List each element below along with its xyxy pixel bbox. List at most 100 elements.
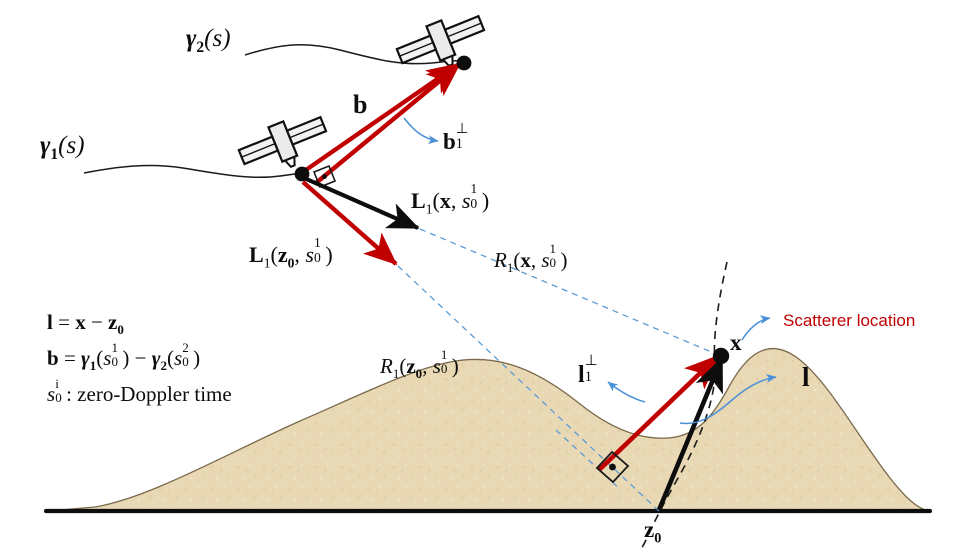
callout-leader-l-perp <box>607 381 646 403</box>
range-x-arg: x <box>520 248 531 272</box>
legend-b-s2: s <box>174 346 183 370</box>
reference-symbol: z <box>644 517 655 542</box>
look-x-L: L <box>411 188 426 213</box>
baseline-b-symbol: b <box>353 90 368 119</box>
look-x-sub: 1 <box>425 201 433 217</box>
legend-line-l-definition: l = x − z0 <box>47 310 232 338</box>
upper-satellite-node <box>456 55 472 71</box>
label-trajectory-gamma1: γ1(s) <box>40 132 85 162</box>
right-angle-marker-terrain <box>595 450 630 484</box>
l-perp-symbol: l <box>578 362 585 388</box>
look-z0-paren-close: ) <box>325 242 333 267</box>
range-z0-arg: z <box>406 354 416 378</box>
gamma1-symbol: γ <box>40 132 51 159</box>
range-x-paren-close: ) <box>560 248 568 272</box>
look-z0-paren-open: ( <box>270 242 278 267</box>
satellite-lower-icon <box>237 115 328 169</box>
legend-s-symbol: s <box>47 382 56 406</box>
range-line-x-dashed <box>419 228 717 355</box>
range-line-lperp-dashed <box>555 429 622 491</box>
legend-b-gamma1-sub: 1 <box>89 358 97 374</box>
range-x-s: s <box>541 248 550 272</box>
look-z0-L: L <box>249 242 264 267</box>
legend-b-p2-open: ( <box>167 346 174 370</box>
label-baseline-b: b <box>353 92 367 118</box>
look-z0-s: s <box>305 242 314 267</box>
gamma2-subscript: 2 <box>196 39 205 56</box>
range-z0-comma: , <box>422 354 433 378</box>
look-z0-arg-sub: 0 <box>287 255 295 271</box>
iso-range-arc <box>638 261 728 552</box>
scatterer-symbol: x <box>730 330 742 355</box>
l-vector <box>656 356 725 511</box>
gamma2-symbol: γ <box>186 25 197 52</box>
legend-b-gamma2: γ <box>151 346 161 370</box>
range-z0-s: s <box>432 354 441 378</box>
legend-l-eq: = <box>52 310 76 334</box>
range-z0-paren-close: ) <box>451 354 459 378</box>
look-vector-x <box>303 176 420 230</box>
b-perp-symbol: b <box>443 129 456 154</box>
l-symbol: l <box>802 362 810 392</box>
look-x-paren-close: ) <box>481 188 490 213</box>
label-trajectory-gamma2: γ2(s) <box>186 25 231 55</box>
baseline-vector-b <box>301 62 461 174</box>
b-perp-indices: ⊥1 <box>455 120 469 153</box>
reference-subscript: 0 <box>654 530 662 547</box>
legend-b-eq: = <box>58 346 82 370</box>
look-x-arg: x <box>439 188 451 213</box>
trajectory-gamma1-curve <box>83 164 305 179</box>
scatterer-point-marker <box>712 347 730 365</box>
gamma1-argument: (s) <box>58 132 85 159</box>
gamma1-subscript: 1 <box>50 146 59 163</box>
callout-leader-b-perp <box>403 117 439 144</box>
callout-leader-l <box>679 374 777 425</box>
callout-scatterer-text: Scatterer location <box>783 311 916 330</box>
range-x-R: R <box>494 248 507 272</box>
look-x-paren-open: ( <box>432 188 440 213</box>
look-z0-comma: , <box>294 242 306 267</box>
callout-leader-scatterer <box>741 315 771 341</box>
look-x-comma: , <box>450 188 462 213</box>
range-line-z0-dashed <box>397 265 661 513</box>
legend-b-gamma1: γ <box>81 346 90 370</box>
label-reference-point: z0 <box>644 517 661 546</box>
look-x-s: s <box>461 188 471 213</box>
look-z0-sub: 1 <box>263 255 271 271</box>
label-baseline-perp: b⊥1 <box>443 120 469 154</box>
legend-b-p1-open: ( <box>96 346 104 370</box>
range-x-paren-open: ( <box>513 248 521 272</box>
legend-l-z-sub: 0 <box>117 322 124 338</box>
l-perp-indices: ⊥1 <box>584 352 598 385</box>
baseline-perp-vector <box>314 63 461 185</box>
satellite-upper-icon <box>395 14 486 68</box>
range-z0-sub: 1 <box>392 366 400 382</box>
legend-s-text: : zero-Doppler time <box>66 382 232 406</box>
legend-b-lhs: b <box>47 346 59 370</box>
label-l-vector: l <box>802 364 810 391</box>
legend-b-p2-close: ) <box>193 346 201 370</box>
label-scatterer-point: x <box>730 331 742 354</box>
label-l-perp: l⊥1 <box>578 352 598 388</box>
legend-b-p1-close: ) <box>122 346 130 370</box>
legend-l-z: z <box>108 310 118 334</box>
range-z0-arg-sub: 0 <box>415 366 423 382</box>
legend-b-minus: − <box>129 346 152 370</box>
look-z0-arg: z <box>277 242 288 267</box>
look-vector-z0 <box>301 180 398 266</box>
range-z0-R: R <box>380 354 393 378</box>
